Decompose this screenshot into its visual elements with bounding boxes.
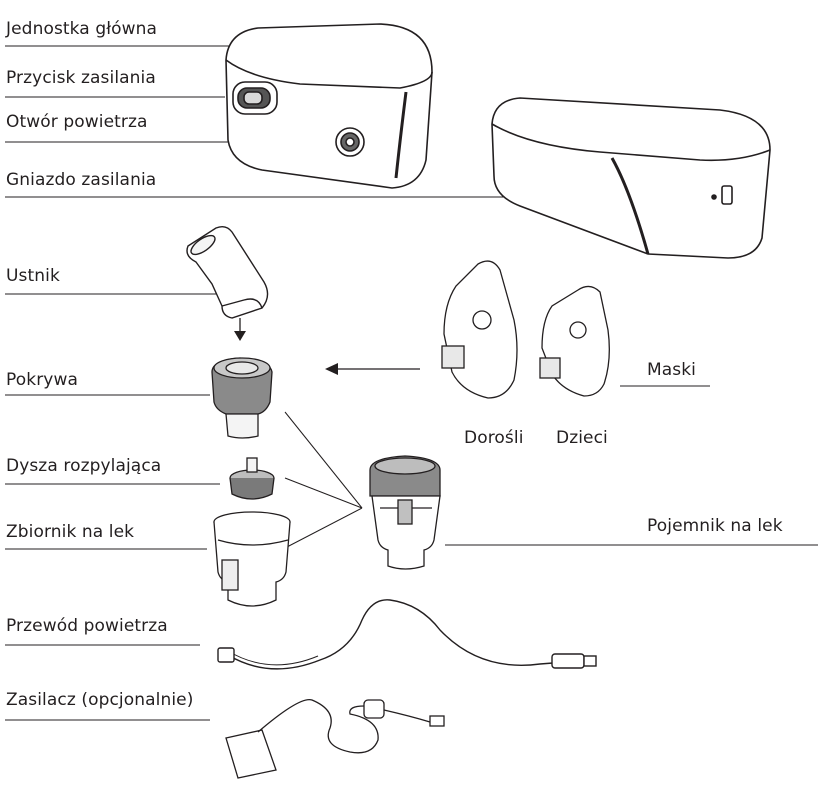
mouthpiece-part <box>187 227 268 318</box>
air-tube-part <box>218 600 596 669</box>
cover-part <box>212 358 272 438</box>
reservoir-part <box>214 512 290 606</box>
power-adapter-part <box>226 700 444 778</box>
main-unit-rear <box>492 98 770 258</box>
arrow-down-icon <box>234 318 246 341</box>
nozzle-part <box>230 458 274 499</box>
child-mask-part <box>540 286 609 396</box>
main-unit-front <box>226 24 432 188</box>
container-part <box>370 456 440 569</box>
adult-mask-part <box>442 261 517 398</box>
leader-reservoir-to-container <box>285 508 362 548</box>
leader-cover-to-container <box>285 412 362 508</box>
arrow-left-icon <box>325 363 420 375</box>
